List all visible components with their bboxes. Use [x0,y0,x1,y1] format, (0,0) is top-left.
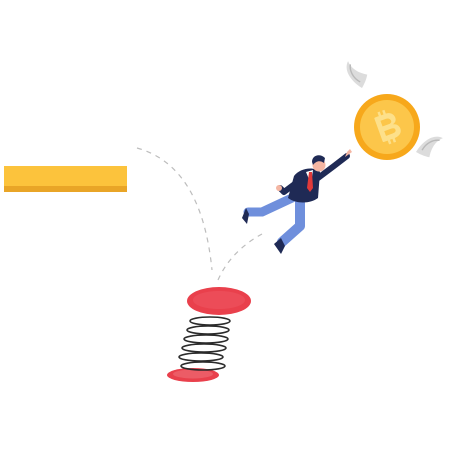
front-shoe [274,238,285,254]
platform-ledge [4,166,127,192]
back-shoe [242,208,249,224]
back-hand [276,185,282,191]
right-wing [416,136,443,158]
trajectory-paths [136,147,263,281]
spring-base [167,368,219,382]
tie [307,172,313,192]
front-hand [345,149,352,157]
back-leg [243,193,297,217]
spring-coil [178,316,231,371]
left-wing [346,61,368,88]
trajectory-jump [217,233,263,281]
platform-shadow [4,186,127,192]
front-arm [315,153,350,181]
trajectory-fall [136,147,213,271]
spring-launcher-icon [167,287,251,382]
bitcoin-symbol [374,109,401,145]
flying-bitcoin-icon [346,61,443,160]
front-leg [277,197,305,247]
hair [312,155,325,165]
suit-jacket [288,168,320,203]
jumping-businessman [242,149,352,254]
